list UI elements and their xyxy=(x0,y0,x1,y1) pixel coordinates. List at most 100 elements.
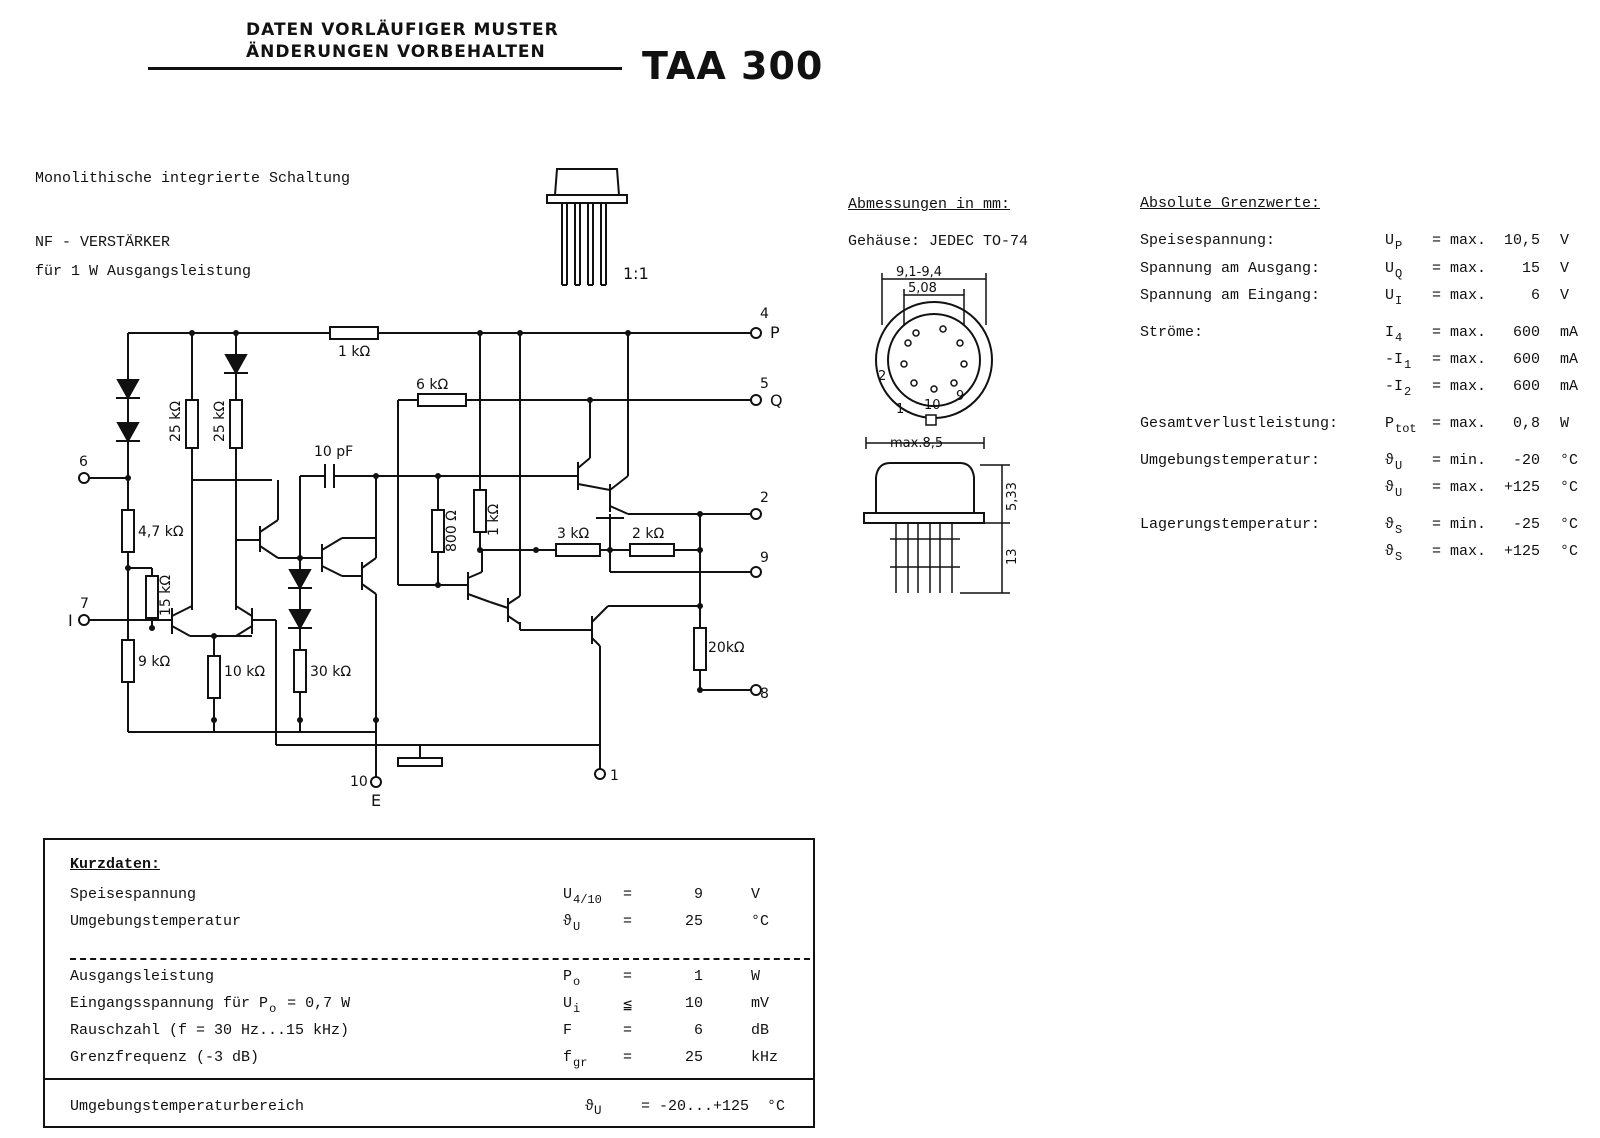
limits-title: Absolute Grenzwerte: xyxy=(1140,195,1321,212)
kurz-symbol-sub: o xyxy=(573,975,581,989)
limit-label: Spannung am Ausgang: xyxy=(1140,260,1321,277)
footer-symbol-sub: U xyxy=(594,1104,602,1118)
limit-relation: = max. xyxy=(1432,479,1487,496)
limit-symbol: U xyxy=(1385,232,1395,249)
limit-symbol-sub: P xyxy=(1395,239,1403,253)
limit-unit: mA xyxy=(1560,324,1579,341)
footer-symbol-base: ϑ xyxy=(585,1098,595,1115)
r-label-800: 800 Ω xyxy=(444,510,460,552)
kurz-symbol: P xyxy=(563,968,573,985)
limit-value: 0,8 xyxy=(1512,415,1540,432)
kurz-value: 9 xyxy=(693,886,703,903)
limit-value: -25 xyxy=(1512,516,1540,533)
kurz-label: Ausgangsleistung xyxy=(70,968,215,985)
limit-relation: = max. xyxy=(1432,543,1487,560)
kurz-label: Grenzfrequenz (-3 dB) xyxy=(70,1049,260,1066)
limit-unit: °C xyxy=(1560,543,1579,560)
kurz-unit: kHz xyxy=(751,1049,779,1066)
r-label-2k: 2 kΩ xyxy=(632,526,664,542)
dim-pitch: 5,08 xyxy=(908,281,937,296)
dim-max: max.8,5 xyxy=(890,436,943,451)
limit-label: Ströme: xyxy=(1140,324,1204,341)
limit-value: +125 xyxy=(1503,479,1540,496)
kurz-value: 10 xyxy=(684,995,703,1012)
package-illustration xyxy=(546,168,628,286)
limit-value: 600 xyxy=(1512,351,1540,368)
limit-label: Gesamtverlustleistung: xyxy=(1140,415,1339,432)
limit-relation: = max. xyxy=(1432,378,1487,395)
housing-label: Gehäuse: JEDEC TO-74 xyxy=(848,233,1029,250)
pin-10-name: E xyxy=(371,791,381,810)
kurz-unit: mV xyxy=(751,995,770,1012)
kurz-symbol-sub: gr xyxy=(573,1056,588,1070)
limit-symbol: I xyxy=(1385,324,1395,341)
pin-2-number: 2 xyxy=(760,490,769,506)
kurz-label: Eingangsspannung für P xyxy=(70,995,269,1012)
footer-symbol: ϑU xyxy=(585,1098,602,1118)
kurz-symbol: f xyxy=(563,1049,573,1066)
r-label-15k: 15 kΩ xyxy=(158,575,174,616)
limit-symbol: -I xyxy=(1385,351,1404,368)
limit-relation: = min. xyxy=(1432,516,1487,533)
limit-symbol: U xyxy=(1385,287,1395,304)
limit-value: 600 xyxy=(1512,324,1540,341)
intro-line-1: Monolithische integrierte Schaltung xyxy=(35,170,351,187)
limit-relation: = max. xyxy=(1432,260,1487,277)
limit-symbol: ϑ xyxy=(1385,516,1395,533)
intro-line-2: NF - VERSTÄRKER xyxy=(35,234,171,251)
limit-value: 600 xyxy=(1512,378,1540,395)
limit-symbol-sub: U xyxy=(1395,486,1403,500)
kurz-unit: dB xyxy=(751,1022,770,1039)
pin-1-number: 1 xyxy=(610,768,619,784)
r-label-10k: 10 kΩ xyxy=(224,664,265,680)
pin-4-number: 4 xyxy=(760,306,769,322)
pin-5-name: Q xyxy=(770,391,783,410)
cap-label-10pf: 10 pF xyxy=(314,444,353,460)
kurz-relation: = xyxy=(623,886,633,903)
pin-7-name: I xyxy=(68,611,73,630)
r-label-25k-b: 25 kΩ xyxy=(212,401,228,442)
r-label-6k: 6 kΩ xyxy=(416,377,448,393)
limit-symbol: ϑ xyxy=(1385,479,1395,496)
kurz-relation: = xyxy=(623,968,633,985)
dim-leads: 13 xyxy=(1005,548,1020,565)
limit-label: Spannung am Eingang: xyxy=(1140,287,1321,304)
limit-relation: = max. xyxy=(1432,351,1487,368)
limit-symbol: U xyxy=(1385,260,1395,277)
r-label-20k: 20kΩ xyxy=(708,640,745,656)
footer-value: = -20...+125 xyxy=(641,1098,750,1115)
r-label-9k: 9 kΩ xyxy=(138,654,170,670)
pin-10-number: 10 xyxy=(350,774,368,790)
limit-symbol-sub: U xyxy=(1395,459,1403,473)
footer-unit: °C xyxy=(767,1098,786,1115)
limit-value: 15 xyxy=(1521,260,1540,277)
pin-5-number: 5 xyxy=(760,376,769,392)
limit-symbol-sub: 2 xyxy=(1404,385,1412,399)
limit-unit: mA xyxy=(1560,351,1579,368)
kurzdaten-footer-rule xyxy=(45,1078,813,1080)
limit-symbol-sub: S xyxy=(1395,550,1403,564)
limit-symbol-sub: 4 xyxy=(1395,331,1403,345)
limit-symbol-sub: I xyxy=(1395,294,1403,308)
kurz-symbol: U xyxy=(563,886,573,903)
limit-symbol-sub: 1 xyxy=(1404,358,1412,372)
dim-outer: 9,1-9,4 xyxy=(896,265,942,280)
footer-label: Umgebungstemperaturbereich xyxy=(70,1098,305,1115)
limit-symbol-sub: tot xyxy=(1395,422,1417,436)
r-label-30k: 30 kΩ xyxy=(310,664,351,680)
header-rule xyxy=(148,67,622,70)
limit-symbol: P xyxy=(1385,415,1395,432)
kurz-symbol-sub: i xyxy=(573,1002,581,1016)
limit-relation: = max. xyxy=(1432,324,1487,341)
kurz-relation: ≦ xyxy=(623,997,633,1014)
limit-unit: °C xyxy=(1560,516,1579,533)
r-label-1k-mid: 1 kΩ xyxy=(486,504,502,536)
